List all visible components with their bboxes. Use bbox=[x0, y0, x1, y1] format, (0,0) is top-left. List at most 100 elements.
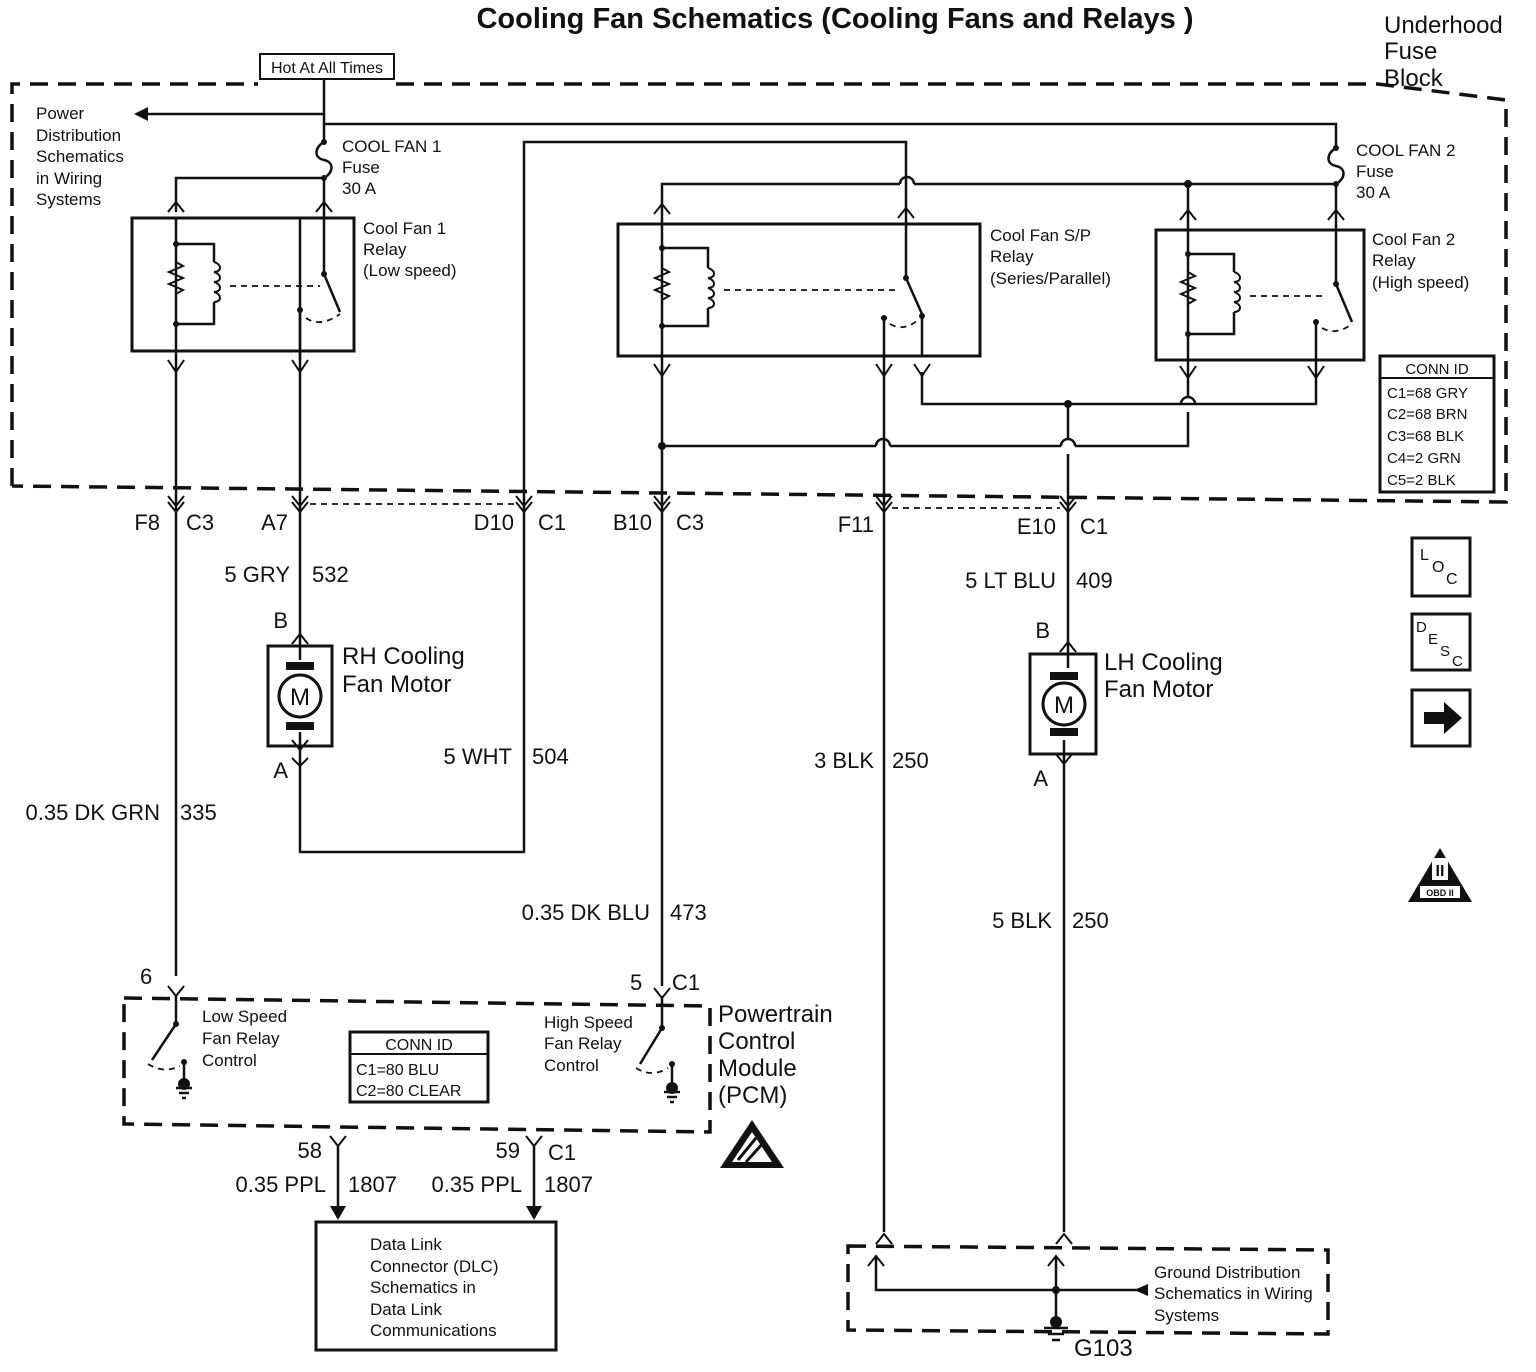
svg-text:in Wiring: in Wiring bbox=[36, 169, 102, 188]
svg-text:Communications: Communications bbox=[370, 1321, 497, 1340]
cool-fan-sp-relay bbox=[616, 212, 982, 370]
svg-text:(PCM): (PCM) bbox=[718, 1082, 787, 1109]
svg-text:A7: A7 bbox=[261, 510, 288, 535]
connector-chevrons bbox=[167, 200, 1345, 514]
svg-text:Relay: Relay bbox=[990, 247, 1034, 266]
svg-text:Connector (DLC): Connector (DLC) bbox=[370, 1257, 499, 1276]
svg-text:30 A: 30 A bbox=[1356, 183, 1391, 202]
svg-text:Systems: Systems bbox=[36, 190, 101, 209]
svg-text:Powertrain: Powertrain bbox=[718, 1001, 833, 1028]
cool-fan-2-relay-label: Cool Fan 2 Relay (High speed) bbox=[1372, 230, 1469, 292]
pcm-high-speed-switch bbox=[635, 996, 680, 1104]
svg-text:CONN ID: CONN ID bbox=[385, 1037, 453, 1054]
pcm-pin-6: 6 bbox=[140, 964, 152, 989]
svg-text:O: O bbox=[1432, 559, 1444, 576]
svg-text:0.35 PPL: 0.35 PPL bbox=[235, 1172, 326, 1197]
rh-cooling-fan-motor: M bbox=[266, 632, 334, 768]
sp-relay-switch-feed bbox=[522, 140, 908, 494]
svg-text:3 BLK: 3 BLK bbox=[814, 748, 874, 773]
svg-text:5 BLK: 5 BLK bbox=[992, 908, 1052, 933]
svg-text:Schematics in: Schematics in bbox=[370, 1278, 476, 1297]
svg-text:Fan Motor: Fan Motor bbox=[342, 671, 451, 698]
svg-text:Fuse: Fuse bbox=[1356, 162, 1394, 181]
rh-motor-label: RH Cooling Fan Motor bbox=[342, 643, 465, 698]
loc-nav-icon[interactable]: L O C bbox=[1410, 536, 1472, 598]
svg-text:Hot At All Times: Hot At All Times bbox=[271, 60, 383, 77]
svg-text:Relay: Relay bbox=[1372, 251, 1416, 270]
svg-text:Cool Fan S/P: Cool Fan S/P bbox=[990, 226, 1091, 245]
wire-504 bbox=[298, 494, 526, 854]
svg-text:F8: F8 bbox=[134, 510, 160, 535]
power-distribution-arrow-icon bbox=[134, 107, 148, 121]
pcm-pin-58: 58 bbox=[298, 1138, 322, 1163]
ground-g103-label: G103 bbox=[1074, 1335, 1133, 1362]
svg-text:Module: Module bbox=[718, 1055, 797, 1082]
svg-text:0.35 DK BLU: 0.35 DK BLU bbox=[522, 900, 650, 925]
pcm-high-speed-label: High Speed Fan Relay Control bbox=[544, 1013, 633, 1075]
svg-text:C3: C3 bbox=[186, 510, 214, 535]
svg-text:Fan Relay: Fan Relay bbox=[544, 1034, 622, 1053]
svg-text:C1=80 BLU: C1=80 BLU bbox=[356, 1062, 439, 1079]
fuse2-distribution-wire bbox=[660, 182, 1336, 220]
diagram-title: Cooling Fan Schematics (Cooling Fans and… bbox=[476, 3, 1193, 35]
pcm-pin-59: 59 bbox=[496, 1138, 520, 1163]
svg-text:E: E bbox=[1428, 631, 1438, 648]
pcm-low-speed-label: Low Speed Fan Relay Control bbox=[202, 1007, 287, 1070]
fuse-block-label: Underhood Fuse Block bbox=[1384, 12, 1503, 92]
ground-dist-arrow-icon bbox=[1134, 1284, 1148, 1296]
ground-distribution-label: Ground Distribution Schematics in Wiring… bbox=[1154, 1263, 1313, 1325]
fuse-block-conn-id-table: CONN ID C1=68 GRY C2=68 BRN C3=68 BLK C4… bbox=[1378, 354, 1496, 494]
lh-motor-pin-b: B bbox=[1035, 618, 1050, 643]
cool-fan-1-fuse bbox=[315, 124, 333, 212]
svg-text:Relay: Relay bbox=[363, 240, 407, 259]
svg-text:Data Link: Data Link bbox=[370, 1300, 442, 1319]
svg-text:C1: C1 bbox=[538, 510, 566, 535]
svg-text:Fuse: Fuse bbox=[342, 158, 380, 177]
svg-text:532: 532 bbox=[312, 562, 349, 587]
cool-fan-2-fuse-label: COOL FAN 2 Fuse 30 A bbox=[1356, 141, 1456, 202]
svg-text:Underhood: Underhood bbox=[1384, 12, 1503, 39]
svg-text:B10: B10 bbox=[613, 510, 652, 535]
svg-text:(Series/Parallel): (Series/Parallel) bbox=[990, 269, 1111, 288]
battery-feed-bus bbox=[322, 114, 1338, 144]
svg-text:Distribution: Distribution bbox=[36, 126, 121, 145]
svg-text:C3=68 BLK: C3=68 BLK bbox=[1387, 428, 1464, 445]
next-arrow-icon[interactable] bbox=[1410, 688, 1472, 748]
rh-motor-pin-a: A bbox=[273, 758, 288, 783]
dlc-box: Data Link Connector (DLC) Schematics in … bbox=[314, 1220, 558, 1352]
svg-text:Systems: Systems bbox=[1154, 1306, 1219, 1325]
svg-text:473: 473 bbox=[670, 900, 707, 925]
svg-text:Control: Control bbox=[202, 1051, 257, 1070]
pcm-conn-id-table: CONN ID C1=80 BLU C2=80 CLEAR bbox=[348, 1030, 490, 1104]
svg-text:COOL FAN 1: COOL FAN 1 bbox=[342, 137, 442, 156]
wire-1807 bbox=[336, 1146, 536, 1208]
pcm-pin-59-conn: C1 bbox=[548, 1140, 576, 1165]
wire-labels: 5 GRY 532 5 WHT 504 0.35 DK GRN 335 0.35… bbox=[26, 562, 1113, 1197]
underhood-fuse-block-outline bbox=[10, 82, 1508, 504]
pcm-low-speed-switch bbox=[147, 996, 192, 1100]
svg-text:C3: C3 bbox=[676, 510, 704, 535]
svg-text:Schematics: Schematics bbox=[36, 147, 124, 166]
svg-text:Fan Relay: Fan Relay bbox=[202, 1029, 280, 1048]
svg-text:F11: F11 bbox=[838, 512, 874, 537]
svg-text:30 A: 30 A bbox=[342, 179, 377, 198]
svg-text:250: 250 bbox=[892, 748, 929, 773]
svg-text:1807: 1807 bbox=[544, 1172, 593, 1197]
svg-text:II: II bbox=[1436, 863, 1445, 880]
svg-text:L: L bbox=[1420, 547, 1429, 564]
svg-text:OBD II: OBD II bbox=[1426, 888, 1454, 898]
svg-text:0.35 PPL: 0.35 PPL bbox=[431, 1172, 522, 1197]
svg-text:Power: Power bbox=[36, 104, 85, 123]
svg-text:335: 335 bbox=[180, 800, 217, 825]
svg-text:Cool Fan 2: Cool Fan 2 bbox=[1372, 230, 1455, 249]
cool-fan-1-fuse-label: COOL FAN 1 Fuse 30 A bbox=[342, 137, 442, 198]
svg-text:Fuse: Fuse bbox=[1384, 38, 1437, 65]
rh-motor-pin-b: B bbox=[273, 608, 288, 633]
cool-fan-1-relay bbox=[130, 212, 356, 360]
cool-fan-2-relay bbox=[1154, 220, 1366, 372]
ground-symbol-icon bbox=[1044, 1316, 1068, 1342]
desc-nav-icon[interactable]: D E S C bbox=[1410, 612, 1472, 672]
svg-text:RH Cooling: RH Cooling bbox=[342, 643, 465, 670]
